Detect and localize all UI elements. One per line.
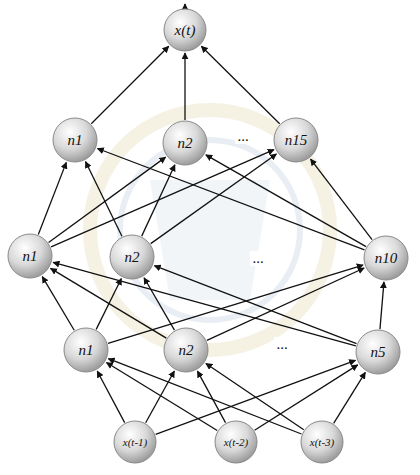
neuron-label: n2	[179, 343, 194, 358]
neuron-label: n1	[68, 133, 83, 148]
weight-connection	[97, 371, 124, 422]
neuron-label: x(t-3)	[310, 437, 334, 448]
hidden-neuron: n10	[363, 235, 409, 281]
neuron-label: n15	[285, 133, 308, 148]
weight-connection	[106, 363, 217, 431]
neuron-label: x(t-2)	[224, 437, 248, 448]
weight-connection	[201, 46, 279, 124]
weight-connection	[42, 277, 74, 331]
hidden-neuron: n1	[63, 327, 109, 373]
weight-connection	[311, 159, 372, 240]
input-neuron: x(t-1)	[113, 420, 157, 464]
weight-connection	[86, 162, 122, 237]
hidden-neuron: n1	[7, 233, 53, 279]
input-neuron: x(t-2)	[214, 420, 258, 464]
hidden-neuron: n2	[162, 120, 208, 166]
weight-connection	[38, 162, 66, 234]
ellipsis-label: ...	[235, 129, 250, 144]
input-neuron: x(t-3)	[300, 420, 344, 464]
hidden-neuron: n15	[273, 117, 319, 163]
weight-connection	[97, 149, 364, 250]
neuron-label: x(t)	[175, 23, 196, 38]
weight-connection	[51, 268, 167, 338]
neuron-label: n2	[178, 136, 193, 151]
ellipsis-label: ...	[274, 337, 289, 352]
hidden-neuron: n2	[163, 327, 209, 373]
neuron-label: n5	[371, 345, 386, 360]
output-neuron: x(t)	[163, 8, 207, 52]
weight-connection	[380, 282, 384, 329]
weight-connection	[91, 46, 168, 123]
weight-connection	[334, 372, 366, 423]
hidden-neuron: n2	[109, 234, 155, 280]
weight-connection	[206, 363, 304, 429]
output-arrow	[184, 4, 185, 8]
neuron-label: n10	[375, 251, 398, 266]
hidden-neuron: n5	[355, 329, 401, 375]
weight-connection	[255, 365, 358, 430]
weight-connection	[207, 268, 364, 340]
ellipsis-label: ...	[250, 251, 265, 266]
weight-connection	[108, 265, 363, 343]
neuron-label: n1	[79, 343, 94, 358]
neuron-label: n2	[125, 250, 140, 265]
weight-connection	[151, 154, 277, 244]
weight-connection	[197, 371, 225, 423]
neuron-label: n1	[23, 249, 38, 264]
weight-connection	[144, 278, 174, 330]
weight-connection	[51, 150, 274, 247]
weight-connection	[184, 53, 185, 120]
weight-connection	[49, 157, 166, 242]
hidden-neuron: n1	[52, 117, 98, 163]
neuron-label: x(t-1)	[123, 437, 147, 448]
